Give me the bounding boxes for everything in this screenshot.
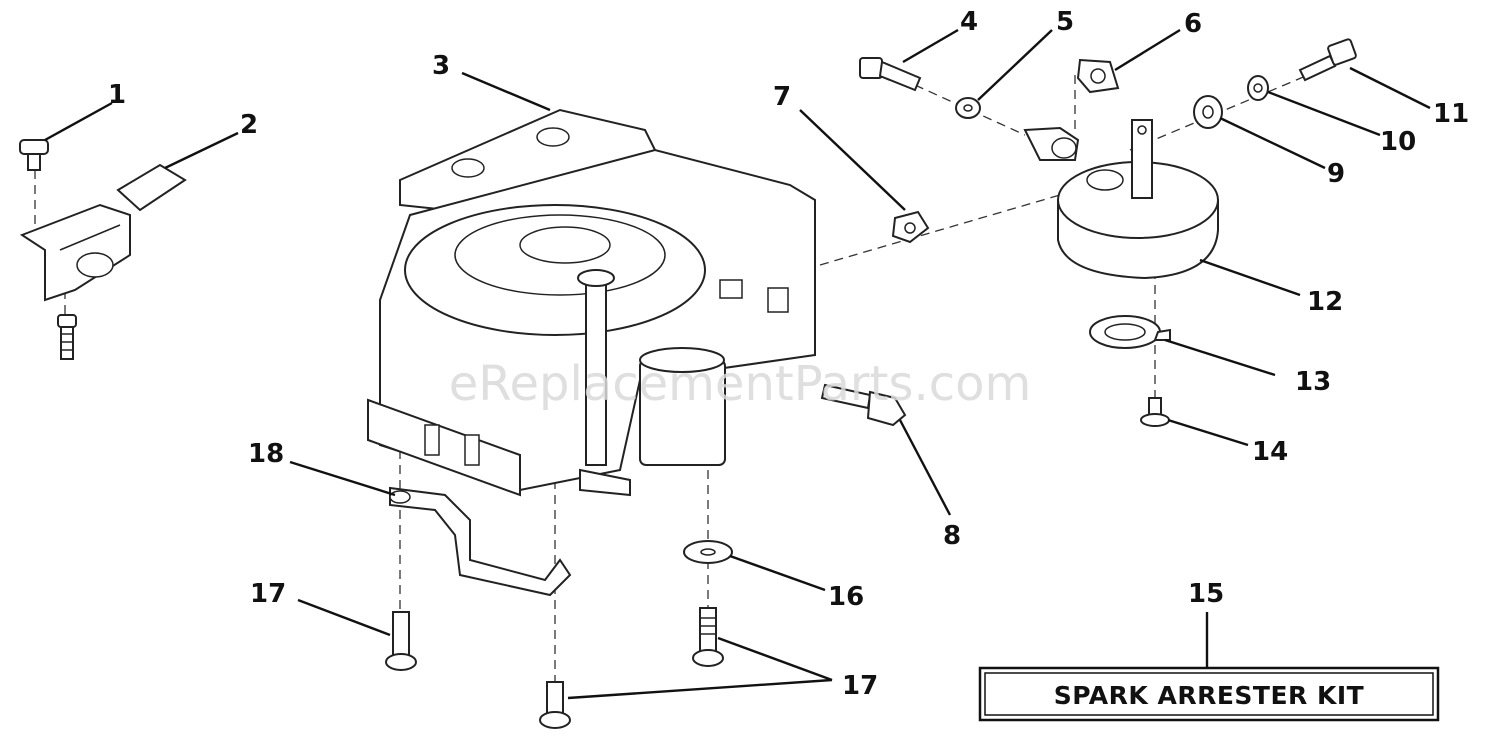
leader-12 [1199,258,1301,297]
callout-2: 2 [240,110,258,140]
callout-17b: 17 [842,671,878,701]
spark-arrester-kit-box: SPARK ARRESTER KIT [978,666,1440,722]
callout-7: 7 [773,82,791,112]
callout-17a: 17 [250,579,286,609]
callout-1: 1 [108,80,126,110]
mounting-bolt-left [385,611,417,671]
callout-12: 12 [1307,287,1343,317]
leader-18 [289,460,396,497]
leader-9 [1219,116,1326,170]
leader-7 [799,109,906,211]
muffler-lock-washer-small [1247,75,1269,101]
muffler [1023,119,1219,280]
spark-arrester-kit-label: SPARK ARRESTER KIT [1054,681,1364,710]
exhaust-gasket [1076,58,1120,94]
leader-6 [1114,28,1181,72]
leader-8 [898,419,952,516]
muffler-washer [955,97,981,119]
leader-5 [977,29,1053,101]
leader-2 [164,131,239,170]
callout-numbers: 1 2 3 4 5 6 7 8 9 10 11 12 13 14 15 16 1… [108,7,1469,701]
callout-11: 11 [1433,99,1469,129]
engine-assembly [367,108,816,497]
callout-8: 8 [943,521,961,551]
throttle-bracket [19,163,187,302]
leader-10 [1267,90,1381,137]
muffler-bracket-ring [1089,315,1171,349]
watermark-text: eReplacementParts.com [449,356,1031,412]
leader-lines [44,28,1431,700]
leader-4 [902,28,959,64]
bracket-bolt-top [19,139,49,171]
muffler-screw [1298,38,1357,82]
base-washer [683,540,733,564]
mounting-bolt-center [539,681,571,729]
muffler-bolt [859,57,922,92]
bracket-bolt-bottom [57,314,77,360]
callout-15: 15 [1188,579,1224,609]
engine-brace [389,486,572,597]
leader-17b-1 [717,636,833,682]
bracket-screw [1140,397,1170,427]
callout-13: 13 [1295,367,1331,397]
muffler-nut [891,210,930,244]
callout-16: 16 [828,582,864,612]
callout-9: 9 [1327,159,1345,189]
leader-11 [1349,66,1431,110]
leader-3 [461,71,551,112]
muffler-lock-washer-large [1193,95,1223,129]
leader-17b-2 [567,678,833,700]
callout-18: 18 [248,439,284,469]
mounting-bolt-right [692,607,724,667]
leader-14 [1167,418,1249,447]
leader-1 [44,101,113,142]
callout-4: 4 [960,7,978,37]
callout-14: 14 [1252,437,1288,467]
leader-17a [297,598,391,637]
leader-13 [1164,338,1276,377]
oil-drain-plug [820,383,907,427]
leader-16 [729,554,826,592]
callout-6: 6 [1184,9,1202,39]
callout-3: 3 [432,51,450,81]
callout-5: 5 [1056,7,1074,37]
callout-10: 10 [1380,127,1416,157]
